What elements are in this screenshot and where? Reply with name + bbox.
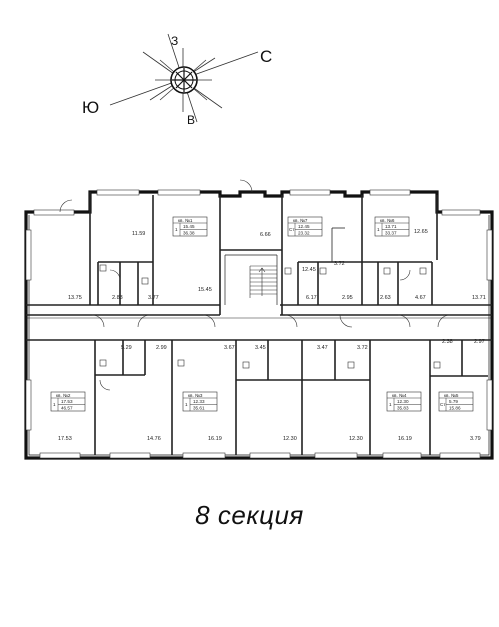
apartment-tag-1: кв. №1 1 15.45 36.38	[172, 216, 208, 237]
apartment-living-area: 17.53	[61, 399, 73, 404]
room-area: 3.67	[224, 345, 235, 351]
room-area: 2.97	[474, 339, 485, 345]
apartment-rooms: Ст	[440, 402, 446, 407]
room-area: 15.45	[198, 287, 212, 293]
room-area-labels: 13.75 11.59 2.83 3.77 15.45 6.66 12.45 3…	[58, 229, 486, 442]
interior-walls	[26, 192, 492, 455]
compass-west-label: З	[171, 34, 178, 48]
windows	[25, 189, 493, 459]
room-area: 14.76	[147, 436, 161, 442]
apartment-label: кв. №4	[392, 393, 407, 398]
apartment-tag-6: кв. №6 1 13.71 33.37	[374, 216, 410, 237]
room-area: 3.72	[334, 261, 345, 267]
apartment-label: кв. №7	[293, 218, 308, 223]
apartment-total-area: 36.38	[183, 231, 195, 236]
apartment-label: кв. №1	[178, 218, 193, 223]
room-area: 13.75	[68, 295, 82, 301]
room-area: 17.53	[58, 436, 72, 442]
apartment-living-area: 12.33	[193, 399, 205, 404]
room-area: 5.29	[121, 345, 132, 351]
section-caption: 8 секция	[195, 500, 304, 530]
room-area: 12.45	[302, 267, 316, 273]
room-area: 12.30	[283, 436, 297, 442]
apartment-total-area: 33.37	[385, 231, 397, 236]
room-area: 2.95	[342, 295, 353, 301]
apartment-rooms: 1	[185, 402, 188, 407]
room-area: 4.67	[415, 295, 426, 301]
room-area: 12.30	[349, 436, 363, 442]
apartment-tag-7: кв. №7 Ст 12.45 23.32	[287, 216, 323, 237]
room-area: 12.65	[414, 229, 428, 235]
room-area: 3.79	[470, 436, 481, 442]
room-area: 2.99	[156, 345, 167, 351]
apartment-rooms: 1	[389, 402, 392, 407]
stair-steps	[249, 265, 277, 298]
room-area: 2.83	[112, 295, 123, 301]
apartment-total-area: 35.83	[397, 406, 409, 411]
apartment-living-area: 12.30	[397, 399, 409, 404]
apartment-living-area: 13.71	[385, 224, 397, 229]
apartment-tag-5: кв. №5 Ст 5.79 15.86	[438, 391, 474, 412]
room-area: 16.19	[208, 436, 222, 442]
apartment-tag-4: кв. №4 1 12.30 35.83	[386, 391, 422, 412]
compass-north-label: С	[260, 47, 272, 66]
apartment-living-area: 5.79	[449, 399, 458, 404]
room-area: 3.72	[357, 345, 368, 351]
apartment-label: кв. №3	[188, 393, 203, 398]
apartment-tag-3: кв. №3 1 12.33 35.61	[182, 391, 218, 412]
room-area: 6.17	[306, 295, 317, 301]
room-area: 3.77	[148, 295, 159, 301]
apartment-total-area: 15.86	[449, 406, 461, 411]
room-area: 6.66	[260, 232, 271, 238]
apartment-label: кв. №5	[444, 393, 459, 398]
room-area: 16.19	[398, 436, 412, 442]
apartment-living-area: 15.45	[183, 224, 195, 229]
apartment-label: кв. №2	[56, 393, 71, 398]
apartment-total-area: 46.57	[61, 406, 73, 411]
room-area: 13.71	[472, 295, 486, 301]
apartment-rooms: 1	[53, 402, 56, 407]
apartment-total-area: 35.61	[193, 406, 205, 411]
compass-rose: Ю З С В	[82, 33, 272, 127]
room-area: 2.38	[442, 339, 453, 345]
apartment-rooms: 1	[377, 227, 380, 232]
compass-east-label: В	[187, 113, 195, 127]
room-area: 3.45	[255, 345, 266, 351]
door-swings	[59, 179, 451, 391]
apartment-total-area: 23.32	[298, 231, 310, 236]
apartment-tag-2: кв. №2 1 17.53 46.57	[50, 391, 86, 412]
apartment-rooms: 1	[175, 227, 178, 232]
apartment-living-area: 12.45	[298, 224, 310, 229]
apartment-label: кв. №6	[380, 218, 395, 223]
compass-south-label: Ю	[82, 98, 99, 117]
fixtures	[99, 264, 441, 369]
room-area: 2.63	[380, 295, 391, 301]
apartment-rooms: Ст	[289, 227, 295, 232]
room-area: 3.47	[317, 345, 328, 351]
room-area: 11.59	[132, 231, 145, 237]
